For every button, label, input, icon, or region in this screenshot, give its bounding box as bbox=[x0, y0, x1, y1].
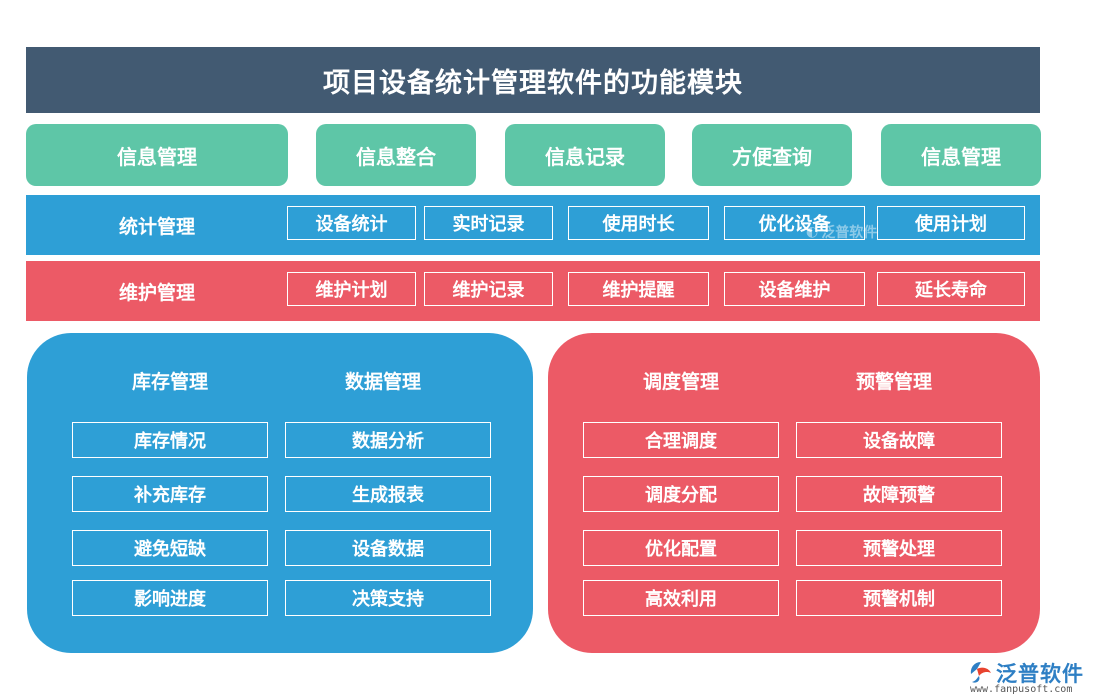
watermark: ◐ 泛普软件 bbox=[806, 222, 877, 242]
stats-item: 优化设备 bbox=[724, 206, 865, 240]
warning-item: 设备故障 bbox=[796, 422, 1002, 458]
maint-item: 延长寿命 bbox=[877, 272, 1025, 306]
stats-item: 使用时长 bbox=[568, 206, 709, 240]
brand-logo-icon bbox=[970, 662, 991, 683]
inventory-heading: 库存管理 bbox=[131, 371, 208, 393]
stats-item: 设备统计 bbox=[287, 206, 416, 240]
diagram-title: 项目设备统计管理软件的功能模块 bbox=[26, 47, 1040, 113]
dispatch-item: 调度分配 bbox=[583, 476, 779, 512]
inventory-item: 避免短缺 bbox=[72, 530, 268, 566]
top-module-4: 方便查询 bbox=[692, 124, 852, 186]
stats-item: 使用计划 bbox=[877, 206, 1025, 240]
top-module-3: 信息记录 bbox=[505, 124, 665, 186]
warning-item: 故障预警 bbox=[796, 476, 1002, 512]
maint-item: 维护计划 bbox=[287, 272, 416, 306]
data-item: 设备数据 bbox=[285, 530, 491, 566]
inventory-item: 影响进度 bbox=[72, 580, 268, 616]
brand-logo-url: www.fanpusoft.com bbox=[970, 684, 1073, 695]
data-item: 决策支持 bbox=[285, 580, 491, 616]
warning-item: 预警机制 bbox=[796, 580, 1002, 616]
left-panel: 库存管理 数据管理 库存情况 补充库存 避免短缺 影响进度 数据分析 生成报表 … bbox=[27, 333, 533, 653]
warning-item: 预警处理 bbox=[796, 530, 1002, 566]
warning-heading: 预警管理 bbox=[855, 371, 932, 393]
dispatch-item: 高效利用 bbox=[583, 580, 779, 616]
maint-item: 维护记录 bbox=[424, 272, 553, 306]
right-panel: 调度管理 预警管理 合理调度 调度分配 优化配置 高效利用 设备故障 故障预警 … bbox=[548, 333, 1040, 653]
dispatch-item: 优化配置 bbox=[583, 530, 779, 566]
stats-item: 实时记录 bbox=[424, 206, 553, 240]
inventory-item: 库存情况 bbox=[72, 422, 268, 458]
maint-band-label: 维护管理 bbox=[118, 281, 195, 304]
maint-item: 维护提醒 bbox=[568, 272, 709, 306]
watermark-text: 泛普软件 bbox=[821, 225, 878, 241]
maint-item: 设备维护 bbox=[724, 272, 865, 306]
stats-band-label: 统计管理 bbox=[118, 215, 195, 238]
stats-band: 统计管理 设备统计 实时记录 使用时长 优化设备 使用计划 bbox=[26, 195, 1040, 255]
data-item: 数据分析 bbox=[285, 422, 491, 458]
dispatch-item: 合理调度 bbox=[583, 422, 779, 458]
top-module-2: 信息整合 bbox=[316, 124, 476, 186]
data-heading: 数据管理 bbox=[344, 371, 421, 393]
top-module-1: 信息管理 bbox=[26, 124, 288, 186]
data-item: 生成报表 bbox=[285, 476, 491, 512]
brand-logo: 泛普软件 www.fanpusoft.com bbox=[968, 658, 1094, 696]
dispatch-heading: 调度管理 bbox=[642, 371, 719, 393]
brand-logo-name: 泛普软件 bbox=[996, 662, 1084, 686]
maint-band: 维护管理 维护计划 维护记录 维护提醒 设备维护 延长寿命 bbox=[26, 261, 1040, 321]
inventory-item: 补充库存 bbox=[72, 476, 268, 512]
watermark-icon: ◐ bbox=[806, 224, 819, 240]
top-module-5: 信息管理 bbox=[881, 124, 1041, 186]
